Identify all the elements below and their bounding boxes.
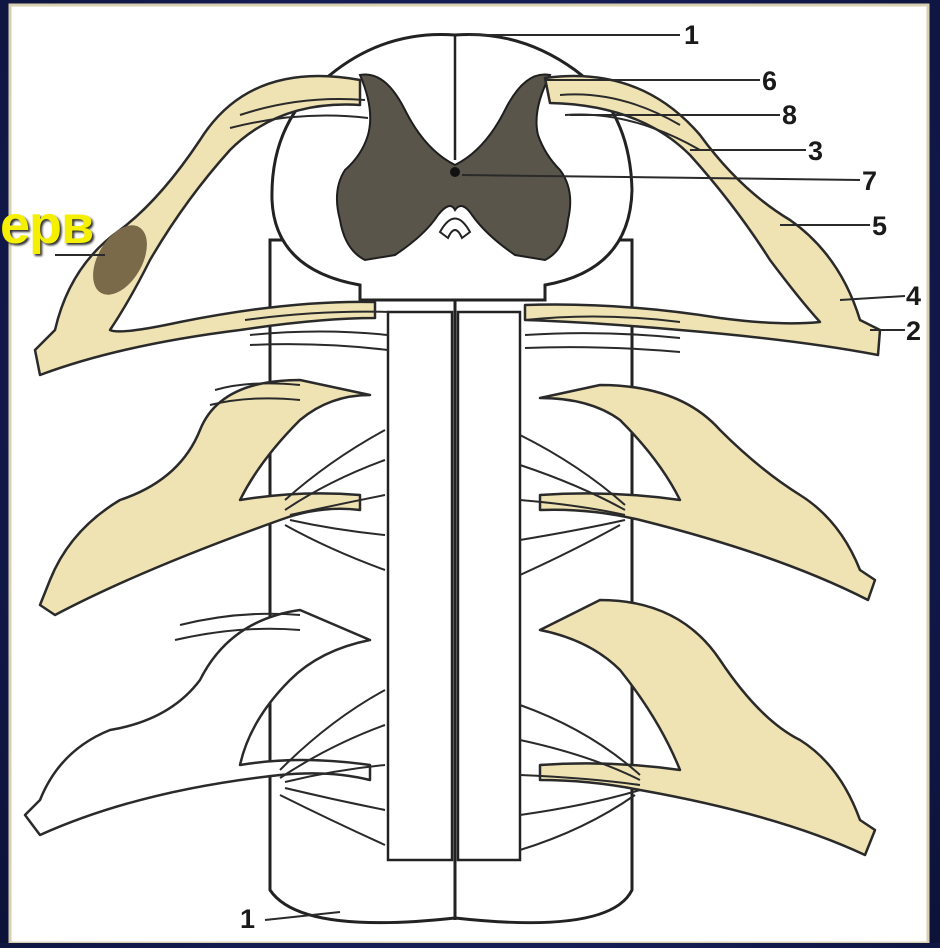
- central-canal: [450, 167, 460, 177]
- label-6: 6: [762, 66, 777, 96]
- label-3: 3: [808, 136, 823, 166]
- spinal-cord: [270, 240, 632, 923]
- overlay-caption: ерв: [0, 198, 93, 252]
- cord-inner-left: [388, 312, 452, 860]
- label-1-bottom: 1: [240, 904, 255, 934]
- label-4: 4: [906, 281, 921, 311]
- label-5: 5: [872, 211, 887, 241]
- label-8: 8: [782, 100, 797, 130]
- label-1-top: 1: [684, 20, 699, 50]
- cord-inner-right: [458, 312, 520, 860]
- label-7: 7: [862, 166, 877, 196]
- label-2: 2: [906, 316, 921, 346]
